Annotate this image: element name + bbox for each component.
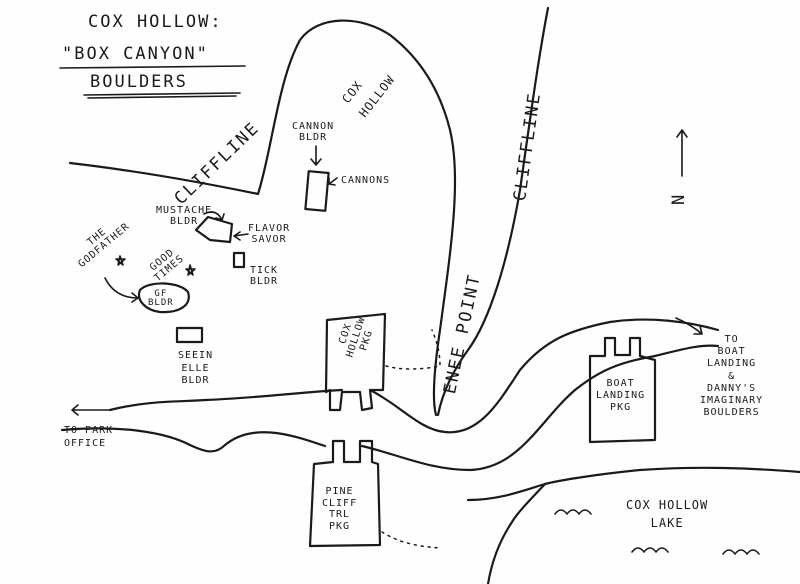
map-subtitle: "Box Canyon" (62, 44, 209, 64)
tick-boulder (232, 251, 246, 269)
seein-elle-boulder (175, 326, 204, 344)
label-seein-elle-bldr: SeeinElleBldr (178, 350, 214, 386)
good-times-star (185, 264, 196, 276)
map-subtitle-2: Boulders (90, 72, 188, 92)
label-boat-landing-pkg: BoatLandingPkg (596, 378, 646, 413)
arrow-north (676, 129, 688, 177)
road-bottom-edge-2 (360, 344, 720, 472)
label-pine-cliff-trl-pkg: PineCliffTrlPkg (322, 486, 358, 532)
road-top-edge (108, 388, 344, 412)
title-underline-3 (87, 95, 237, 99)
label-gf-bldr: GFBldr (148, 289, 174, 309)
arrow-boat-landing (675, 317, 703, 335)
label-tick-bldr: TickBldr (250, 265, 279, 287)
boat-landing-parking (588, 336, 657, 444)
label-to-boat-landing: To Boat Landing & Danny's Imaginary Boul… (700, 334, 764, 419)
arrow-flavor (233, 231, 249, 241)
cox-hollow-parking (324, 312, 387, 412)
road-top-edge-2 (368, 318, 720, 434)
lake-waves (554, 509, 760, 555)
trail-to-enee-point (385, 329, 441, 370)
cannon-boulder (304, 170, 330, 212)
cliffline-right-edge (436, 6, 550, 417)
road-bottom-edge (60, 427, 327, 453)
label-flavor-savor: FlavorSavor (248, 223, 291, 245)
map-title: Cox Hollow: (88, 12, 223, 32)
lake-inlet (486, 482, 547, 584)
label-cannons: Cannons (341, 175, 391, 186)
label-to-park-office: To ParkOffice (64, 425, 114, 449)
label-north: N (669, 192, 690, 206)
arrow-park-office (71, 404, 111, 416)
cliffline-left-edge (68, 19, 457, 417)
arrow-godfather (104, 277, 139, 303)
label-mustache-bldr: MustacheBldr (156, 205, 213, 227)
label-cannon-bldr: CannonBldr (292, 121, 335, 143)
gf-boulder (137, 282, 190, 314)
arrow-mustache (203, 211, 225, 221)
trail-pine-cliff (381, 531, 441, 549)
title-underline-1 (59, 65, 246, 69)
mustache-boulder (194, 215, 234, 244)
arrow-cannons (328, 177, 338, 186)
pine-cliff-parking (308, 439, 382, 548)
lake-shore (466, 466, 800, 502)
label-cox-hollow-lake: Cox HollowLake (626, 498, 709, 530)
arrow-cannon (310, 145, 322, 166)
godfather-star (115, 255, 126, 266)
title-underline-2 (83, 92, 241, 96)
